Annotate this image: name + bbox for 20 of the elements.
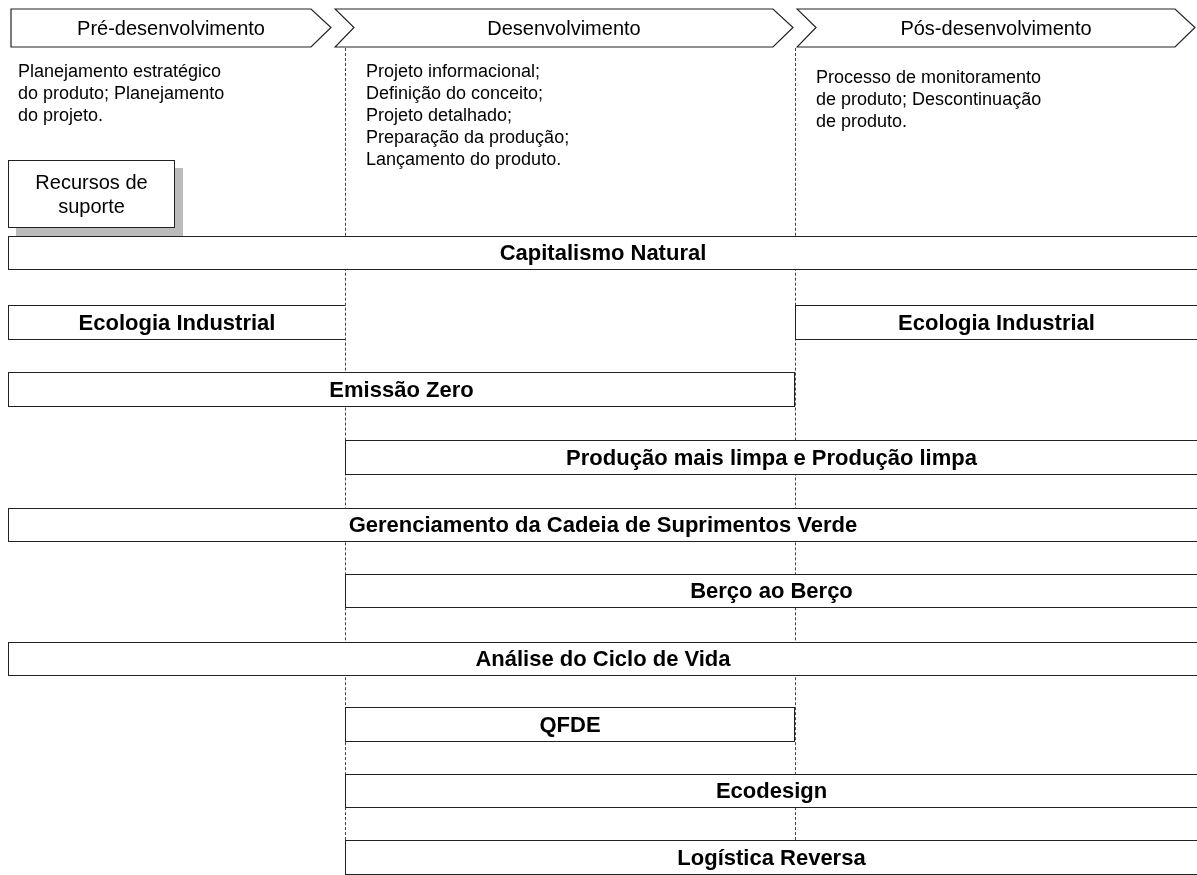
phase-title: Desenvolvimento: [487, 16, 641, 40]
phase-description: Projeto informacional; Definição do conceito; Projeto detalhado; Preparação da produção; Lançamento do produto.: [366, 60, 571, 170]
method-bar: Produção mais limpa e Produção limpa: [345, 440, 1197, 475]
method-bar: Análise do Ciclo de Vida: [8, 642, 1197, 676]
method-bar: Capitalismo Natural: [8, 236, 1197, 270]
method-bar: Logística Reversa: [345, 840, 1197, 875]
phase-title: Pós-desenvolvimento: [900, 16, 1092, 40]
method-bar: Emissão Zero: [8, 372, 795, 407]
method-bar: QFDE: [345, 707, 795, 742]
phase-header: [10, 8, 332, 48]
method-bar: Gerenciamento da Cadeia de Suprimentos Verde: [8, 508, 1197, 542]
phase-header: [334, 8, 794, 48]
phase-title: Pré-desenvolvimento: [77, 16, 265, 40]
method-bar: Ecodesign: [345, 774, 1197, 808]
method-bar: Ecologia Industrial: [795, 305, 1197, 340]
phase-description: Processo de monitoramento de produto; Descontinuação de produto.: [816, 66, 1043, 132]
method-bar: Berço ao Berço: [345, 574, 1197, 608]
phase-description: Planejamento estratégico do produto; Planejamento do projeto.: [18, 60, 226, 126]
phase-header: [796, 8, 1196, 48]
method-bar: Ecologia Industrial: [8, 305, 345, 340]
